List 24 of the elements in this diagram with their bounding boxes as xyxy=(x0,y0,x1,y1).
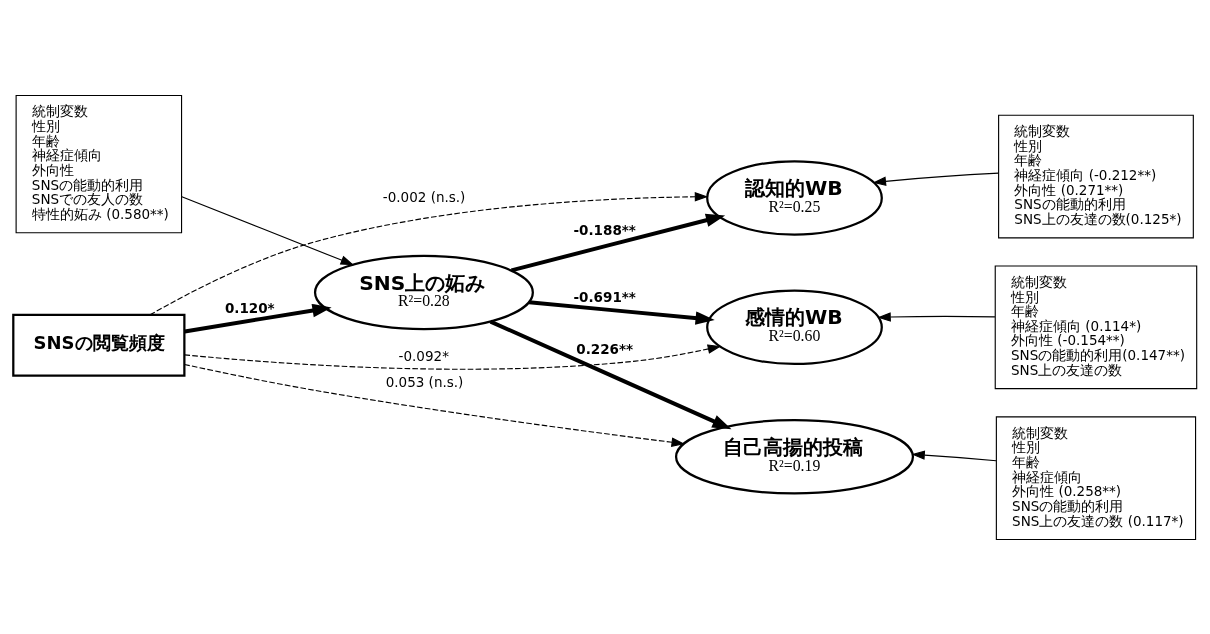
edge-label: 0.053 (n.s.) xyxy=(385,373,464,390)
node-ellipse: 自己高揚的投稿 R²=0.19 xyxy=(674,418,915,495)
arrow xyxy=(528,299,715,325)
edge-label: -0.092* xyxy=(398,347,449,364)
arrow xyxy=(181,195,355,265)
edge-label: 0.120* xyxy=(224,299,275,316)
edge-label: -0.188** xyxy=(573,221,636,238)
node-box: SNSの閲覧頻度 xyxy=(12,313,186,377)
arrow xyxy=(877,311,996,322)
edge-label: 0.226** xyxy=(576,340,634,357)
arrow xyxy=(872,172,1000,186)
arrow xyxy=(184,303,332,333)
edge-label: -0.002 (n.s.) xyxy=(382,188,466,205)
arrow xyxy=(510,213,726,272)
arrow xyxy=(911,449,997,461)
arrow xyxy=(184,343,722,370)
node-box: 統制変数 性別 年齢 神経症傾向 外向性 SNSの能動的利用 SNSでの友人の数 特性的妬み (0.580**) xyxy=(15,94,183,233)
arrow xyxy=(489,319,732,429)
arrow xyxy=(149,191,709,315)
edge-label: -0.691** xyxy=(573,288,636,305)
arrow xyxy=(183,363,685,447)
node-box: 統制変数 性別 年齢 神経症傾向 外向性 (0.258**) SNSの能動的利用 SNS上の友達の数 (0.117*) xyxy=(995,415,1197,540)
node-box: 統制変数 性別 年齢 神経症傾向 (-0.212**) 外向性 (0.271**) SNSの能動的利用 SNS上の友達の数(0.125*) xyxy=(998,114,1194,238)
node-box: 統制変数 性別 年齢 神経症傾向 (0.114*) 外向性 (-0.154**) SNSの能動的利用(0.147**) SNS上の友達の数 xyxy=(994,264,1198,389)
